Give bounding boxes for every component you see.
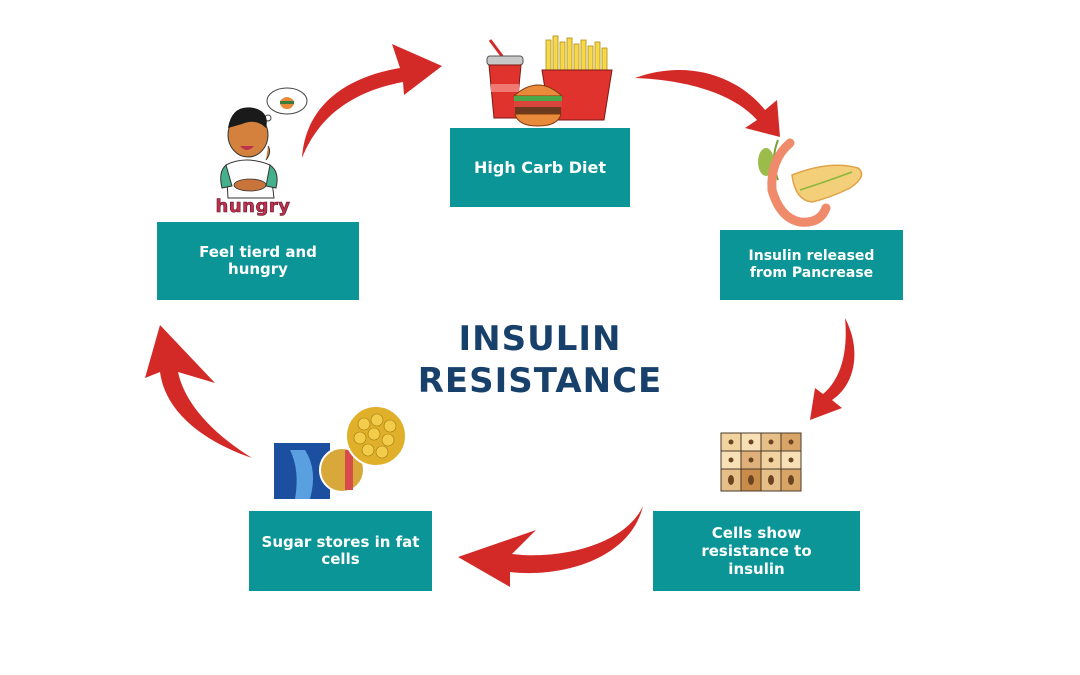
step-label: Cells show resistance to insulin — [701, 524, 812, 578]
hungry-person-icon — [220, 87, 308, 199]
step-label: Sugar stores in fat cells — [261, 533, 420, 568]
title-line-1: INSULIN — [458, 319, 622, 359]
step-high-carb-diet: High Carb Diet — [450, 128, 630, 207]
step-label: High Carb Diet — [473, 158, 606, 177]
cells-icon — [720, 432, 802, 492]
arrow-pancreas-to-cells — [810, 318, 855, 420]
step-tired-hungry: Feel tierd and hungry — [157, 222, 359, 300]
step-label: Feel tierd and hungry — [199, 243, 317, 278]
step-cells-resistance: Cells show resistance to insulin — [653, 511, 860, 591]
fat-cells-icon — [274, 405, 407, 499]
fast-food-icon — [486, 35, 613, 127]
step-label: Insulin released from Pancrease — [748, 248, 875, 281]
hungry-caption: hungry — [215, 196, 291, 218]
arrow-cells-to-sugar — [458, 506, 643, 587]
step-insulin-released: Insulin released from Pancrease — [720, 230, 903, 300]
arrow-tired-to-diet — [302, 44, 442, 158]
arrow-sugar-to-tired — [145, 325, 252, 458]
title-line-2: RESISTANCE — [417, 361, 663, 401]
arrow-diet-to-pancreas — [635, 69, 780, 137]
diagram-title: INSULIN RESISTANCE — [400, 318, 680, 402]
step-sugar-fat-cells: Sugar stores in fat cells — [249, 511, 432, 591]
pancreas-icon — [758, 138, 863, 227]
